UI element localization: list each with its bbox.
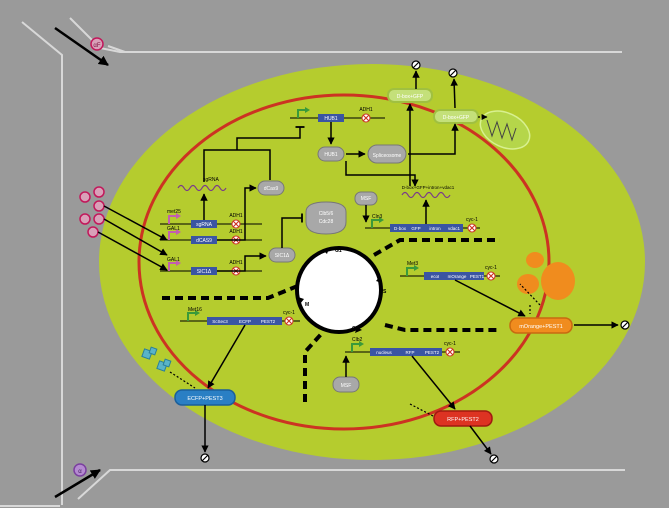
gene-pest2-b: PEST2 [425,350,440,355]
construct-ecfp: Met16 ScSec3 ECFP PEST2 cyc-1 [180,307,300,326]
svg-text:D-box+GFP+intron+vdac1: D-box+GFP+intron+vdac1 [402,185,455,190]
gene-intron: intron [429,226,441,231]
promoter-gal1-b: GAL1 [167,257,180,263]
checkpoint-lines [162,238,500,402]
protein-dbox-gfp-2: D-box+GFP [433,109,479,124]
svg-text:ECFP+PEST3: ECFP+PEST3 [187,396,222,402]
inducer-label: αF [93,43,100,49]
sgrna-label: sgRNA [203,177,220,183]
phase-s: S [383,289,387,295]
terminator-adh1-c: ADH1 [229,260,243,266]
gene-ecoi: ecoI [431,274,440,279]
promoter-cln3: Cln3 [372,214,383,220]
protein-morange-pest1: mOrange+PEST1 [509,317,573,334]
svg-text:Cdc28: Cdc28 [319,219,334,225]
promoter-gal1-a: GAL1 [167,226,180,232]
galactose-arrows [97,205,168,271]
nucleus-membrane [137,93,551,431]
phase-m: M [305,302,309,308]
node-msf-top: MSF [354,191,378,206]
terminator-adh1-b: ADH1 [229,229,243,235]
node-msf-bottom: MSF [332,376,360,393]
gene-morange: mOrange [448,274,467,279]
svg-text:MSF: MSF [341,383,352,389]
promoter-met25: met25 [167,209,181,215]
galactose-cluster [79,186,105,238]
svg-text:D-box+GFP: D-box+GFP [443,115,470,121]
gene-sic1: SIC1Δ [197,269,212,275]
membrane-proteins [141,346,172,372]
construct-sgrna: met25 sgRNA ADH1 [160,209,262,229]
terminator-cyc1-b: cyc-1 [485,265,497,271]
gene-rfp: RFP [406,350,415,355]
orange-organelles [517,252,575,300]
gene-sgrna: sgRNA [196,222,213,228]
inducer-group-top: αF [54,26,109,67]
terminator-cyc1-d: cyc-1 [444,341,456,347]
node-dcas9: dCas9 [257,180,285,196]
protein-dbox-gfp-1: D-box+GFP [387,88,433,103]
gene-vdac: vdac1 [448,226,461,231]
mitochondrion [479,110,531,150]
construct-dbox-gfp: Cln3 D-box GFP intron vdac1 cyc-1 [365,214,480,233]
gene-gfp: GFP [411,226,420,231]
terminator-adh1-a: ADH1 [229,213,243,219]
construct-dcas9: GAL1 dCAS9 ADH1 [160,226,262,245]
gene-nucleus: nucleus [376,350,392,355]
phase-g2: G2 [352,326,359,332]
construct-rfp: Clb2 nucleus RFP PEST2 cyc-1 [345,337,460,357]
degradation-symbols [200,60,630,464]
terminator-cyc1-a: cyc-1 [466,217,478,223]
node-hub1: HUB1 [317,146,345,162]
cell-wall [0,17,625,507]
node-spliceosome: Spliceosome [367,144,407,164]
construct-morange: Met3 ecoI mOrange PEST1 cyc-1 [400,261,500,281]
promoter-met3: Met3 [407,261,418,267]
nutrient-label: α [78,469,82,475]
sgrna-transcript: sgRNA [177,177,227,192]
gene-dbox: D-box [394,226,407,231]
inducer-group-bottom: α [54,463,101,499]
cell-cycle: G1 S G2 M [295,246,387,334]
node-cdk-complex: Clb5/6 Cdc28 [305,201,347,235]
gene-hub1: HUB1 [324,116,338,122]
terminator-cyc1-c: cyc-1 [283,310,295,316]
gene-ecfp: ECFP [239,319,251,324]
mrna-transcript: D-box+GFP+intron+vdac1 [401,185,455,199]
phase-g1: G1 [335,248,342,254]
construct-hub1: HUB1 ADH1 [290,107,385,123]
gene-scsec: ScSec3 [212,319,228,324]
regulation-arrows [200,70,619,455]
svg-text:mOrange+PEST1: mOrange+PEST1 [519,324,563,330]
protein-rfp-pest2: RFP+PEST2 [433,410,493,427]
svg-text:D-box+GFP: D-box+GFP [397,94,424,100]
terminator-adh1-d: ADH1 [359,107,373,113]
dotted-arrows [169,114,541,417]
gene-dcas9: dCAS9 [196,238,212,244]
protein-ecfp-pest3: ECFP+PEST3 [174,389,236,406]
svg-text:RFP+PEST2: RFP+PEST2 [447,417,479,423]
gene-pest2-a: PEST2 [261,319,276,324]
promoter-clb2: Clb2 [352,337,363,343]
gene-pest1: PEST1 [470,274,485,279]
svg-text:dCas9: dCas9 [264,186,279,192]
promoter-met16: Met16 [188,307,202,313]
svg-text:Spliceosome: Spliceosome [373,153,402,159]
svg-text:SIC1Δ: SIC1Δ [275,253,290,259]
svg-text:MSF: MSF [361,196,372,202]
node-sic1: SIC1Δ [268,247,296,263]
svg-text:Clb5/6: Clb5/6 [319,211,334,217]
svg-text:HUB1: HUB1 [324,152,338,158]
